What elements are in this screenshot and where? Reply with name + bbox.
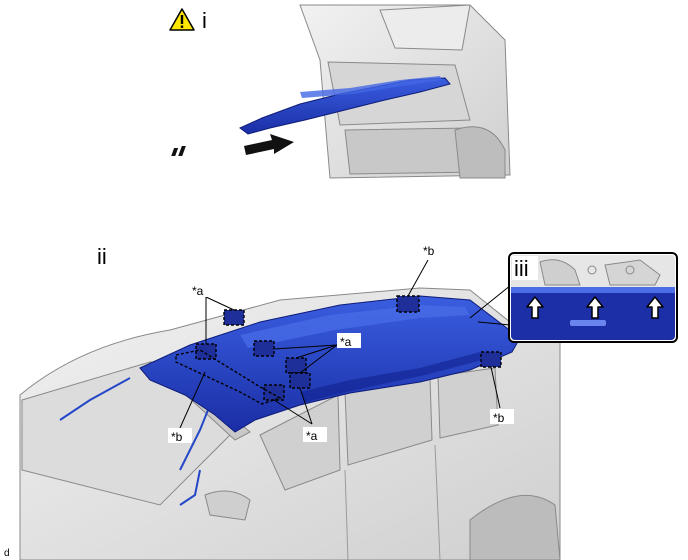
illustration-code: d: [4, 548, 10, 559]
step-label-caution: i: [202, 8, 207, 33]
main-vehicle-illustration: [19, 287, 561, 560]
headliner-part-top: [239, 77, 451, 135]
caution-step-illustration: [171, 4, 511, 179]
callout-b-2: *b: [423, 244, 435, 258]
clip-box-b2: [480, 351, 502, 368]
detail-inset: iii: [508, 252, 678, 343]
callout-labels: *a *a *a *b *b *b: [168, 242, 514, 444]
clip-box-a5: [263, 384, 285, 401]
callout-b-3: *b: [493, 411, 505, 425]
clip-box-b1: [396, 295, 420, 313]
step-label-main-view: ii: [97, 244, 107, 269]
clip-box-a2: [253, 340, 275, 357]
clip-box-a4: [289, 372, 311, 389]
clip-box-a6: [195, 343, 217, 360]
headliner-part-main: [139, 295, 521, 433]
clip-box-a1: [223, 309, 245, 326]
arrow-up-icon: [526, 296, 664, 319]
warning-triangle-icon: [169, 8, 195, 31]
callout-a-2: *a: [340, 335, 352, 349]
step-label-detail-view: iii: [514, 256, 529, 281]
clip-region-b-front: [175, 349, 282, 405]
arrow-right-icon: [171, 134, 294, 156]
callout-leaders: [179, 259, 512, 429]
callout-a-1: *a: [192, 284, 204, 298]
callout-b-1: *b: [171, 430, 183, 444]
callout-a-3: *a: [306, 429, 318, 443]
